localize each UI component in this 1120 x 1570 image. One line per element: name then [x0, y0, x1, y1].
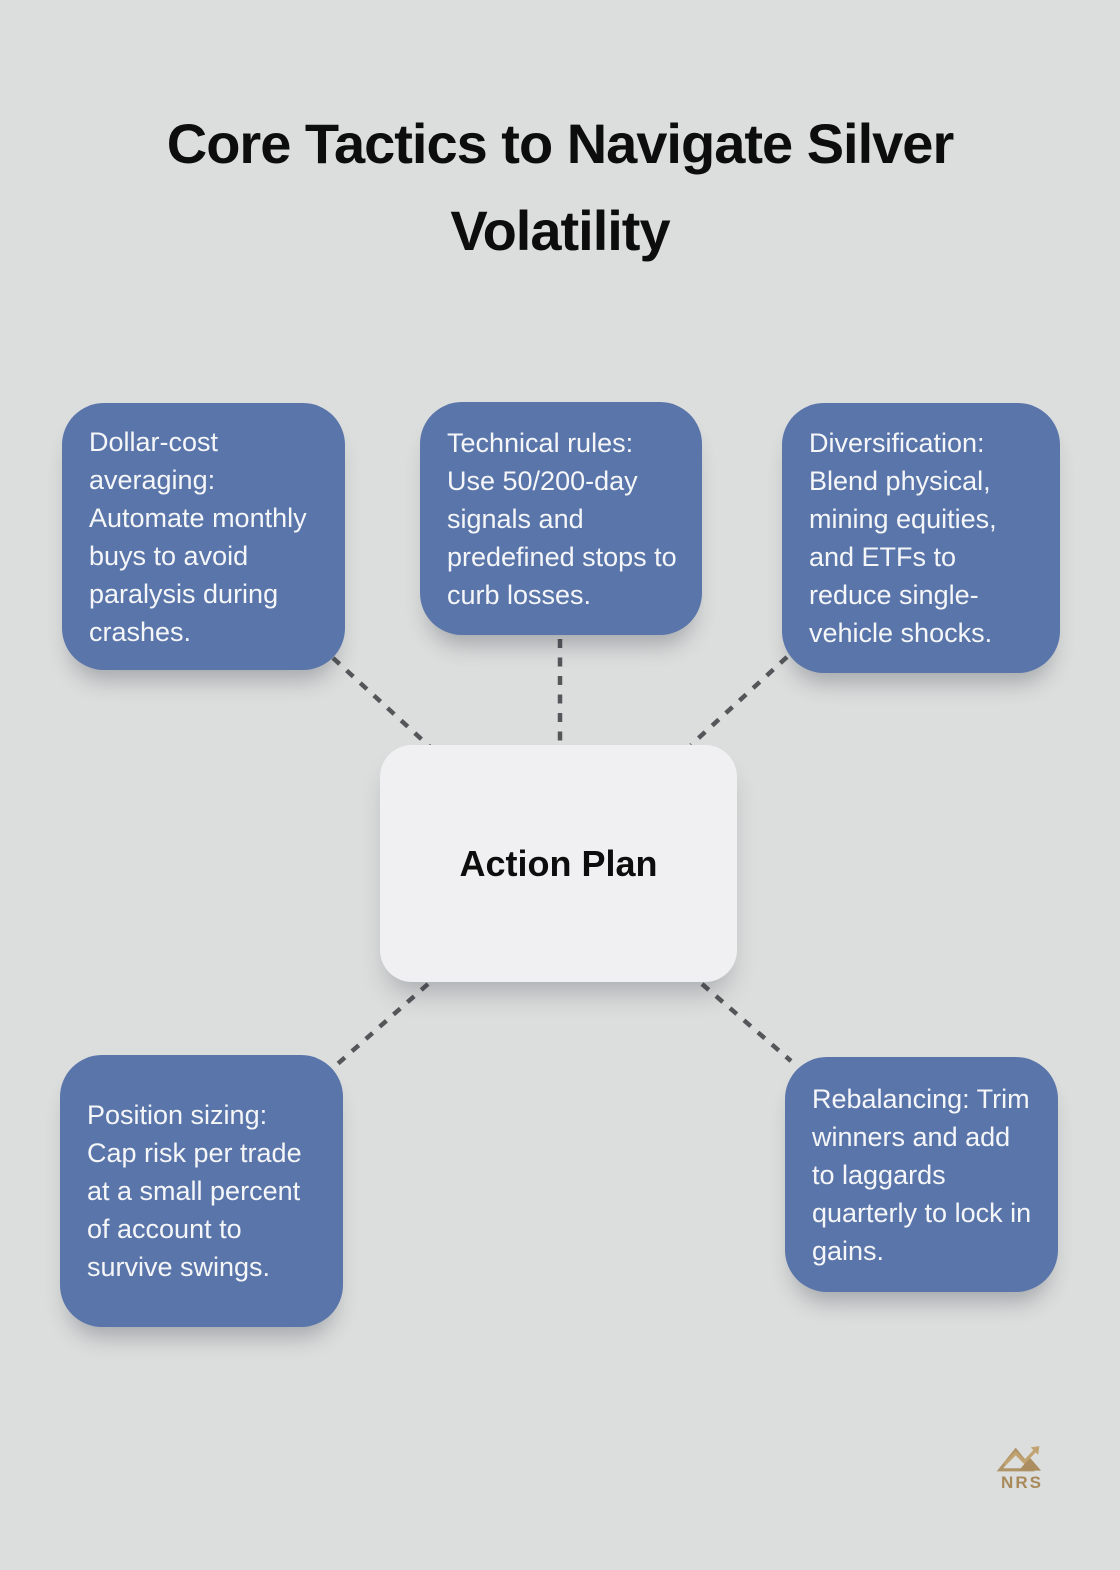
tactic-card-text: Position sizing: Cap risk per trade at a… [87, 1100, 302, 1282]
page-title: Core Tactics to Navigate Silver Volatili… [0, 100, 1120, 274]
action-plan-node: Action Plan [380, 745, 737, 982]
nrs-logo-text: NRS [1001, 1473, 1043, 1492]
connector-dca-to-center [331, 656, 432, 749]
tactic-card-technical-rules: Technical rules: Use 50/200-day signals … [420, 402, 702, 635]
tactic-card-dollar-cost-averaging: Dollar-cost averaging: Automate monthly … [62, 403, 345, 670]
tactic-card-position-sizing: Position sizing: Cap risk per trade at a… [60, 1055, 343, 1327]
page-title-line1: Core Tactics to Navigate Silver [166, 112, 955, 175]
tactic-card-rebalancing: Rebalancing: Trim winners and add to lag… [785, 1057, 1058, 1292]
connector-diversify-to-center [689, 655, 789, 747]
tactic-card-diversification: Diversification: Blend physical, mining … [782, 403, 1060, 673]
tactic-card-text: Diversification: Blend physical, mining … [809, 428, 997, 648]
connector-center-to-rebalance [700, 982, 793, 1063]
tactic-card-text: Technical rules: Use 50/200-day signals … [447, 427, 677, 610]
nrs-logo: NRS [990, 1443, 1054, 1492]
tactic-card-text: Dollar-cost averaging: Automate monthly … [89, 426, 307, 647]
mountain-chart-icon [996, 1446, 1042, 1472]
page-title-line2: Volatility [450, 199, 670, 262]
tactic-card-text: Rebalancing: Trim winners and add to lag… [812, 1083, 1032, 1266]
connector-center-to-position [331, 982, 430, 1070]
action-plan-label: Action Plan [459, 842, 658, 884]
